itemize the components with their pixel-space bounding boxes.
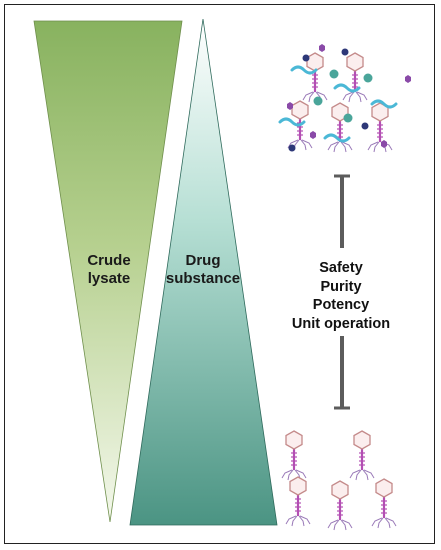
crude-label-line-1: Crude (87, 252, 131, 269)
crude-lysate-label: Crude lysate (74, 252, 144, 288)
crude-lysate-triangle (33, 20, 183, 523)
property-purity: Purity (320, 278, 362, 295)
drug-substance-triangle (129, 18, 278, 526)
property-potency: Potency (312, 297, 370, 313)
crude-phage-cluster (278, 44, 411, 154)
drug-substance-label: Drug substance (160, 252, 246, 288)
property-safety: Safety (319, 260, 363, 276)
crude-label-line-2: lysate (87, 270, 131, 287)
drug-label-line-1: Drug (185, 252, 221, 269)
quality-properties-list: Safety Purity Potency Unit operation (278, 259, 404, 333)
spectrum-bar (334, 174, 350, 410)
property-unit-operation: Unit operation (291, 315, 391, 332)
drug-label-line-2: substance (165, 270, 241, 287)
purified-phage-cluster (280, 429, 398, 532)
